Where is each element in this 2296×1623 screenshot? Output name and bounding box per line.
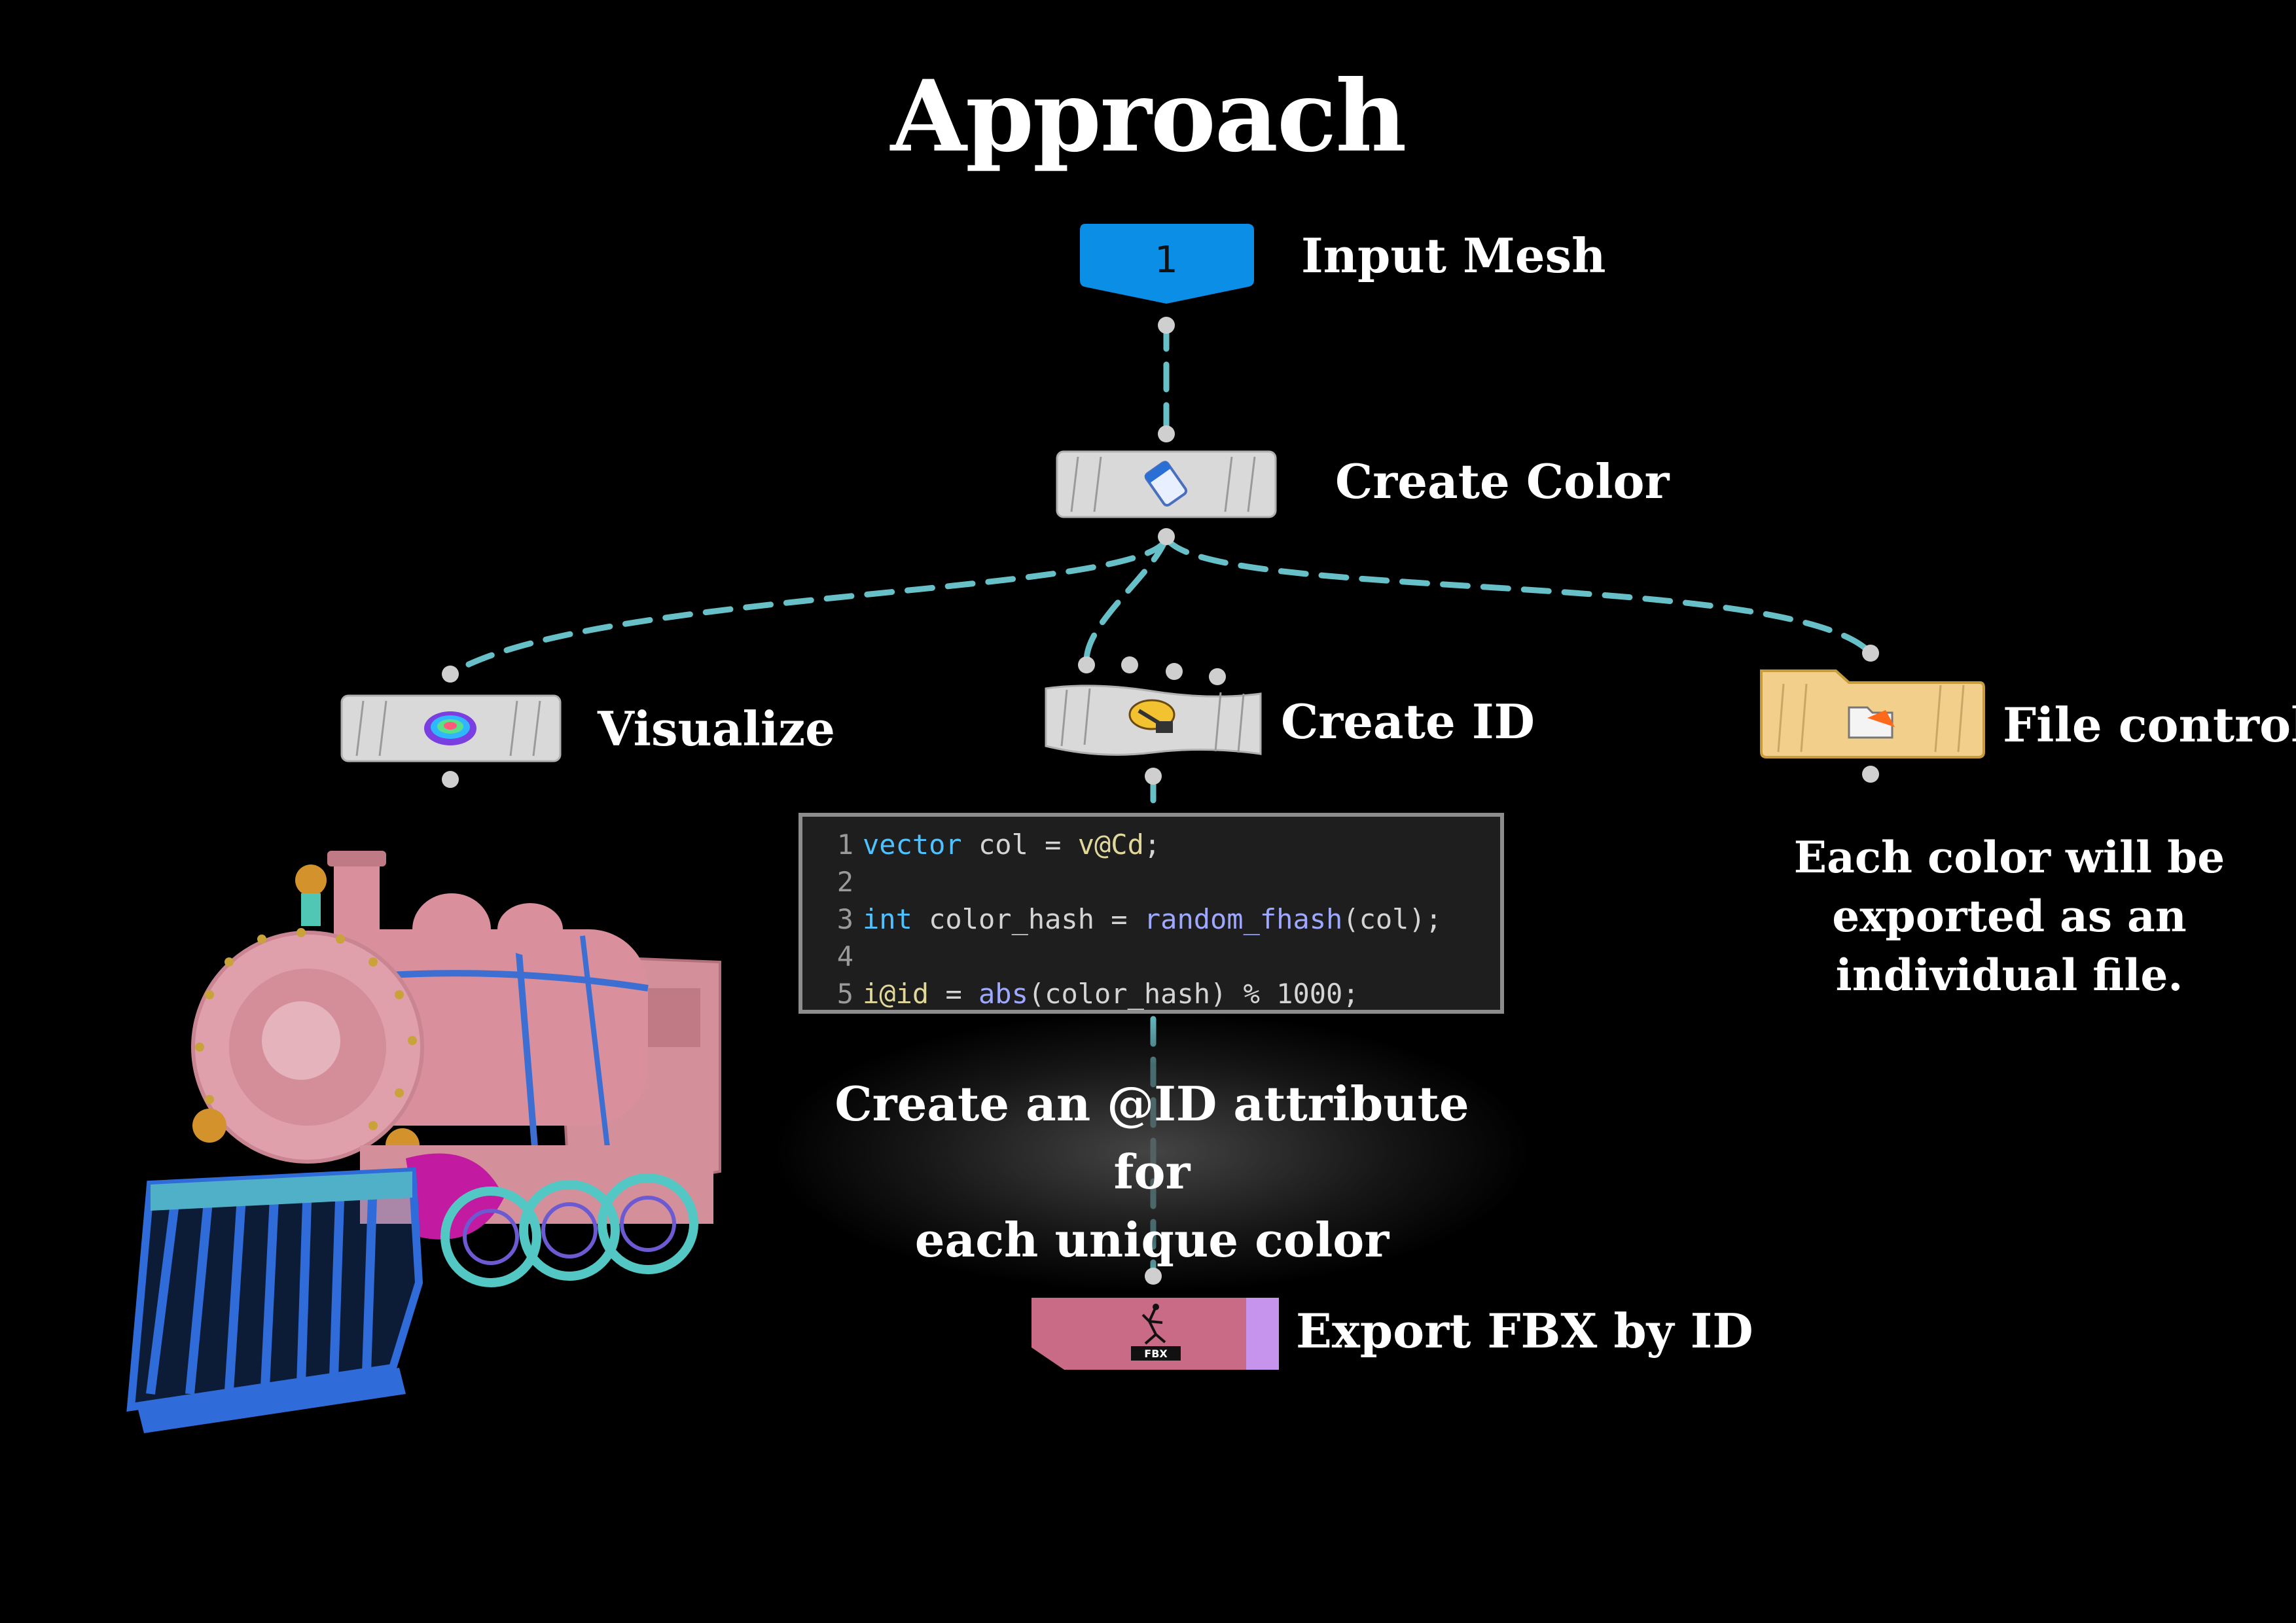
line-number: 5 xyxy=(836,978,853,1010)
input-mesh-label: Input Mesh xyxy=(1301,228,1606,283)
code-line: 4 xyxy=(802,938,1500,975)
wrangle-icon xyxy=(1128,699,1175,733)
input-mesh-badge: 1 xyxy=(1155,239,1178,281)
visualize-label: Visualize xyxy=(598,701,835,757)
create-color-label: Create Color xyxy=(1335,454,1670,509)
create-color-input-connector xyxy=(1158,425,1175,442)
create-id-note-line1: Create an @ID attribute for xyxy=(834,1076,1469,1200)
wire-color-to-filecontrol xyxy=(1163,535,1874,656)
line-number: 3 xyxy=(836,903,853,935)
file-control-output-connector xyxy=(1862,766,1879,783)
code-line: 3 int color_hash = random_fhash(col); xyxy=(802,901,1500,938)
create-id-note-line2: each unique color xyxy=(914,1212,1390,1268)
line-number: 2 xyxy=(836,866,853,898)
line-number: 1 xyxy=(836,829,853,861)
file-control-note-line2: exported as an xyxy=(1832,891,2187,942)
visualize-input-connector xyxy=(442,666,459,683)
paint-tube-icon xyxy=(1144,460,1188,507)
create-color-node[interactable] xyxy=(1055,425,1278,550)
file-control-label: File control xyxy=(2003,697,2296,753)
export-fbx-label: Export FBX by ID xyxy=(1296,1303,1753,1359)
note-glow xyxy=(779,1014,1525,1289)
file-control-note-line3: individual file. xyxy=(1835,950,2183,1001)
create-id-output-connector xyxy=(1145,768,1162,785)
create-id-label: Create ID xyxy=(1281,694,1535,749)
file-control-note: Each color will be exported as an indivi… xyxy=(1453,828,2296,1005)
code-line: 5 i@id = abs(color_hash) % 1000; xyxy=(802,975,1500,1012)
export-fbx-input-connector xyxy=(1145,1268,1162,1285)
line-number: 4 xyxy=(836,940,853,972)
fbx-icon-text: FBX xyxy=(1144,1347,1168,1360)
locomotive-image xyxy=(126,851,721,1433)
heatmap-blob-icon xyxy=(424,711,476,745)
create-color-output-connector xyxy=(1158,528,1175,545)
fbx-export-icon: FBX xyxy=(1131,1304,1181,1361)
code-text: i@id = abs(color_hash) % 1000; xyxy=(863,978,1359,1010)
wire-color-to-createid xyxy=(1083,535,1170,664)
file-control-input-connector xyxy=(1862,645,1879,662)
file-control-note-line1: Each color will be xyxy=(1793,832,2225,883)
vex-code-block: 1 vector col = v@Cd; 2 3 int color_hash = ra… xyxy=(798,813,1504,1014)
create-id-input-connectors xyxy=(1078,656,1226,685)
code-line: 1 vector col = v@Cd; xyxy=(802,826,1500,863)
open-folder-icon xyxy=(1848,706,1895,739)
export-fbx-node[interactable]: FBX xyxy=(1028,1266,1283,1378)
visualize-output-connector xyxy=(442,771,459,788)
wire-color-to-visualize xyxy=(447,535,1170,677)
code-text: int color_hash = random_fhash(col); xyxy=(863,903,1443,935)
visualize-node[interactable] xyxy=(340,664,563,795)
file-control-node[interactable] xyxy=(1757,645,1986,785)
input-mesh-output-connector xyxy=(1158,317,1175,334)
code-text: vector col = v@Cd; xyxy=(863,829,1161,861)
page-title: Approach xyxy=(890,59,1407,174)
create-id-node[interactable] xyxy=(1041,648,1263,792)
create-id-note: Create an @ID attribute for each unique … xyxy=(818,1070,1486,1274)
code-line: 2 xyxy=(802,863,1500,901)
input-mesh-node[interactable] xyxy=(1079,223,1255,334)
